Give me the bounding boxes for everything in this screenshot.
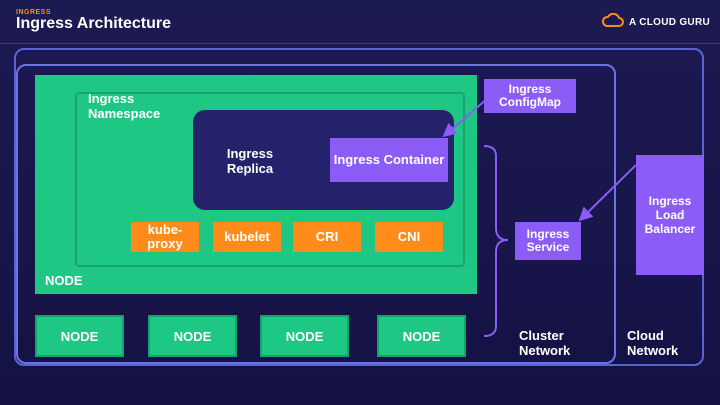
kubelet-box: kubelet xyxy=(213,222,281,252)
cni-box: CNI xyxy=(375,222,443,252)
header-kicker: INGRESS xyxy=(16,9,52,16)
node-box: NODE xyxy=(148,315,237,357)
node-box: NODE xyxy=(260,315,349,357)
ingress-load-balancer-box: Ingress Load Balancer xyxy=(636,155,704,275)
cluster-network-label: Cluster Network xyxy=(519,328,571,358)
replica-label: Ingress Replica xyxy=(226,146,274,176)
brand-name: A CLOUD GURU xyxy=(629,17,711,28)
ingress-namespace-box xyxy=(75,92,465,267)
node-box: NODE xyxy=(35,315,124,357)
namespace-label: Ingress Namespace xyxy=(88,91,161,121)
page-title: Ingress Architecture xyxy=(16,15,172,32)
kube-proxy-box: kube-proxy xyxy=(131,222,199,252)
main-node-label: NODE xyxy=(45,273,83,288)
cloud-network-label: Cloud Network xyxy=(627,328,679,358)
ingress-container-box: Ingress Container xyxy=(330,138,448,182)
cri-box: CRI xyxy=(293,222,361,252)
brand-logo: A CLOUD GURU xyxy=(601,12,711,32)
node-box: NODE xyxy=(377,315,466,357)
ingress-service-box: Ingress Service xyxy=(515,222,581,260)
ingress-configmap-box: Ingress ConfigMap xyxy=(484,79,576,113)
header-divider xyxy=(0,43,720,44)
cloud-logo-icon xyxy=(601,12,624,32)
